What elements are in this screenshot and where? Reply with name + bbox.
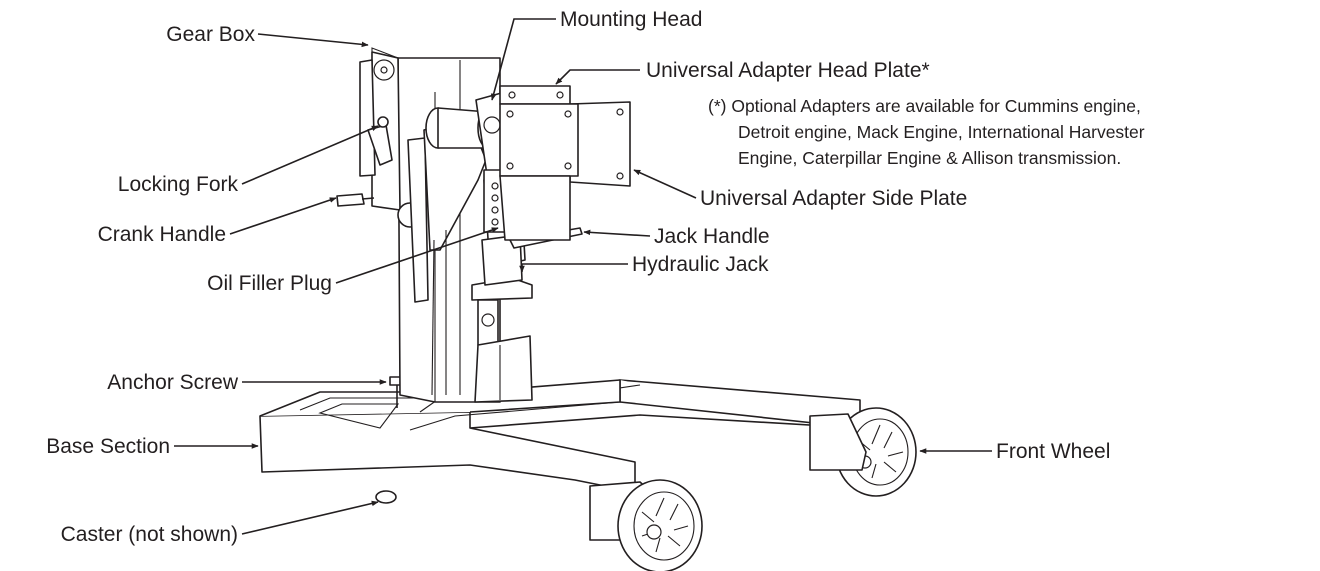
rear-wheel (589, 479, 703, 571)
footnote-line-2: Detroit engine, Mack Engine, Internation… (738, 122, 1145, 142)
footnote-line-1: (*) Optional Adapters are available for … (708, 96, 1141, 116)
universal-adapter-plates (499, 85, 631, 241)
footnote-line-3: Engine, Caterpillar Engine & Allison tra… (738, 148, 1121, 168)
leader-hydraulic-jack (519, 263, 628, 273)
gear-box (336, 51, 429, 303)
label-hydraulic-jack: Hydraulic Jack (632, 253, 769, 276)
leader-gear-box (257, 33, 369, 48)
label-universal-adapter-side-plate: Universal Adapter Side Plate (700, 187, 967, 210)
label-mounting-head: Mounting Head (560, 8, 702, 31)
label-anchor-screw: Anchor Screw (107, 371, 239, 394)
label-crank-handle: Crank Handle (98, 223, 226, 246)
leader-locking-fork (241, 125, 379, 185)
leader-head-plate (555, 69, 640, 85)
leader-jack-handle (583, 229, 651, 237)
callout-labels: Gear Box Mounting Head Universal Adapter… (46, 8, 1110, 546)
label-gear-box: Gear Box (166, 23, 255, 46)
label-front-wheel: Front Wheel (996, 440, 1110, 463)
leader-caster (241, 500, 379, 535)
engine-stand-illustration (259, 47, 917, 571)
footnote: (*) Optional Adapters are available for … (708, 96, 1145, 168)
label-oil-filler-plug: Oil Filler Plug (207, 272, 332, 295)
label-jack-handle: Jack Handle (654, 225, 770, 248)
label-locking-fork: Locking Fork (118, 173, 239, 196)
leader-crank-handle (229, 197, 337, 235)
callout-leaders (174, 18, 992, 535)
leader-mounting-head (490, 18, 556, 101)
label-caster: Caster (not shown) (61, 523, 238, 546)
leader-oil-filler-plug (335, 227, 499, 284)
label-base-section: Base Section (46, 435, 170, 458)
front-wheel (809, 407, 917, 497)
label-universal-adapter-head-plate: Universal Adapter Head Plate* (646, 59, 930, 82)
leader-side-plate (633, 169, 697, 199)
